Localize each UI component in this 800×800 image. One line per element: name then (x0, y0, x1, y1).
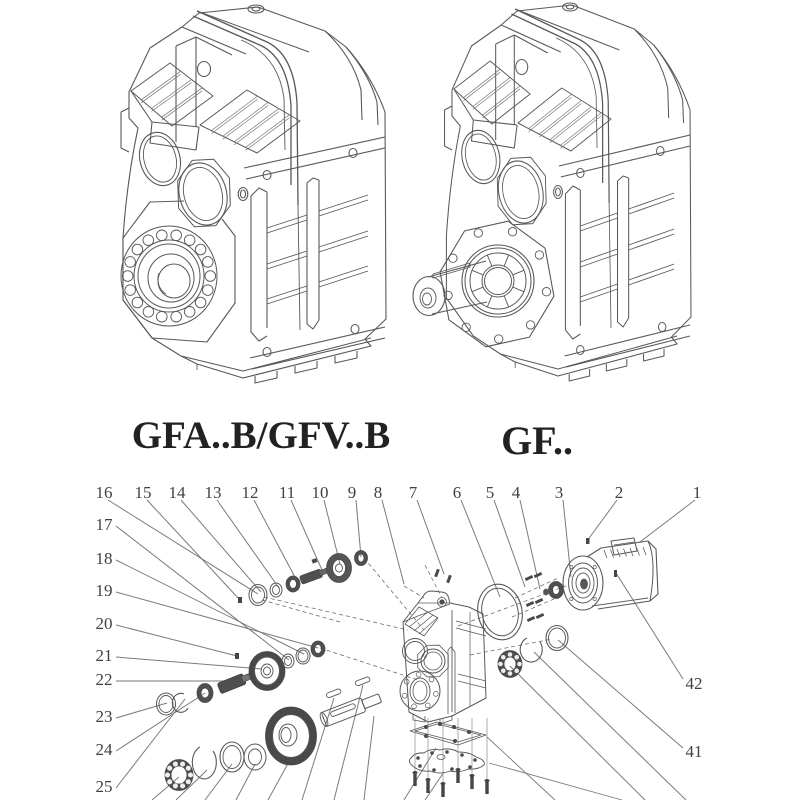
svg-text:41: 41 (686, 742, 703, 761)
svg-text:21: 21 (96, 646, 113, 665)
svg-text:9: 9 (348, 483, 357, 502)
svg-text:14: 14 (169, 483, 187, 502)
svg-text:GF..: GF.. (501, 418, 573, 463)
svg-text:16: 16 (96, 483, 113, 502)
svg-text:23: 23 (96, 707, 113, 726)
svg-text:10: 10 (312, 483, 329, 502)
svg-text:5: 5 (486, 483, 495, 502)
svg-text:7: 7 (409, 483, 418, 502)
svg-text:1: 1 (693, 483, 702, 502)
svg-text:8: 8 (374, 483, 383, 502)
svg-text:4: 4 (512, 483, 521, 502)
svg-text:22: 22 (96, 670, 113, 689)
svg-text:42: 42 (686, 674, 703, 693)
svg-text:13: 13 (205, 483, 222, 502)
svg-text:2: 2 (615, 483, 624, 502)
svg-text:20: 20 (96, 614, 113, 633)
svg-text:GFA..B/GFV..B: GFA..B/GFV..B (132, 414, 391, 457)
svg-text:3: 3 (555, 483, 564, 502)
svg-text:6: 6 (453, 483, 462, 502)
svg-text:12: 12 (242, 483, 259, 502)
svg-text:25: 25 (96, 777, 113, 796)
svg-text:19: 19 (96, 581, 113, 600)
svg-text:11: 11 (279, 483, 295, 502)
svg-text:15: 15 (135, 483, 152, 502)
svg-text:24: 24 (96, 740, 114, 759)
svg-text:18: 18 (96, 549, 113, 568)
svg-text:17: 17 (96, 515, 114, 534)
